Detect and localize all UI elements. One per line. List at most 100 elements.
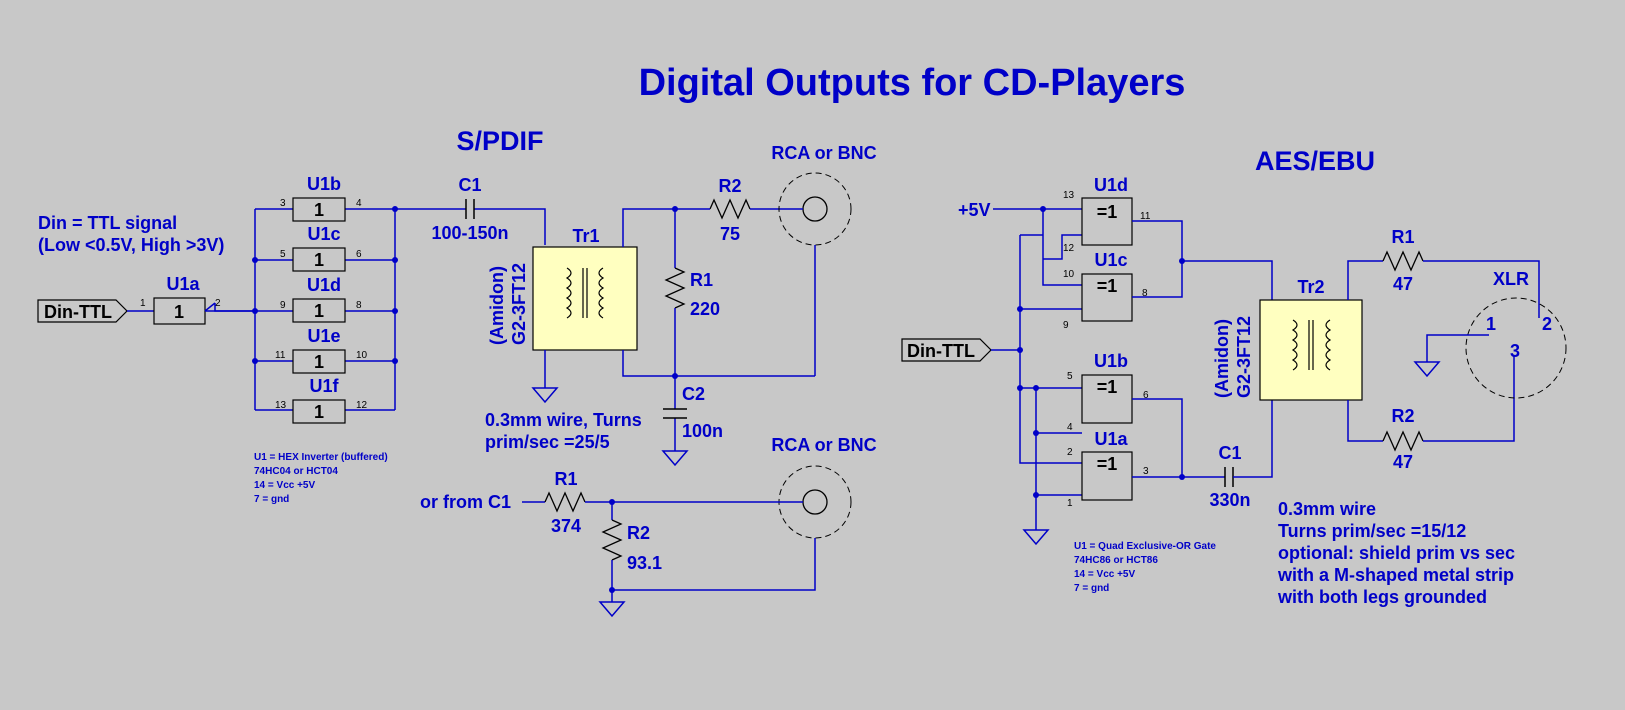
spdif-gate-u1f: 1 U1f 13 12 [255, 376, 395, 424]
component-label: C2 [682, 384, 705, 404]
pin-label: 8 [356, 300, 362, 311]
pin-label: 6 [356, 249, 362, 260]
pin-label: 6 [1143, 390, 1149, 401]
alt-resistor-r1: R1 374 [522, 469, 803, 536]
aes-wire-note: Turns prim/sec =15/12 [1278, 521, 1466, 541]
gate-label: U1b [307, 174, 341, 194]
pin-label: 2 [1067, 447, 1073, 458]
spdif-note: 74HC04 or HCT04 [254, 466, 338, 477]
xlr-pin-3: 3 [1510, 341, 1520, 361]
aes-gate-u1d: =1 U1d 13 12 11 [1063, 175, 1151, 254]
transformer-core: G2-3FT12 [509, 263, 529, 345]
component-value: 75 [720, 224, 740, 244]
pin-label: 4 [356, 198, 362, 209]
spdif-gate-u1c: 1 U1c 5 6 [255, 224, 395, 272]
gate-symbol: 1 [314, 200, 324, 220]
component-value: 47 [1393, 274, 1413, 294]
pin-label: 12 [356, 400, 368, 411]
connector-label: XLR [1493, 269, 1529, 289]
gate-label: U1a [166, 274, 200, 294]
component-label: C1 [1218, 443, 1241, 463]
aes-din-port: Din-TTL [901, 338, 992, 362]
component-label: C1 [458, 175, 481, 195]
pin-label: 3 [1143, 466, 1149, 477]
component-value: 220 [690, 299, 720, 319]
xlr-pin-1: 1 [1486, 314, 1496, 334]
pin-label: 13 [1063, 190, 1075, 201]
transformer-vendor: (Amidon) [487, 266, 507, 345]
xlr-pin-2: 2 [1542, 314, 1552, 334]
aes-note: U1 = Quad Exclusive-OR Gate [1074, 541, 1216, 552]
transformer-vendor: (Amidon) [1212, 319, 1232, 398]
gate-symbol: =1 [1097, 202, 1118, 222]
spdif-resistor-r1: R1 220 [664, 267, 720, 319]
spdif-gate-u1b: 1 U1b 3 4 [255, 174, 395, 222]
aes-note: 7 = gnd [1074, 583, 1109, 594]
aes-gate-u1c: =1 U1c 10 9 8 [1063, 250, 1148, 331]
gate-label: U1c [307, 224, 340, 244]
gate-symbol: 1 [314, 352, 324, 372]
gate-label: U1a [1094, 429, 1128, 449]
gate-symbol: =1 [1097, 454, 1118, 474]
pin-label: 10 [356, 350, 368, 361]
aes-wire-note: with a M-shaped metal strip [1277, 565, 1514, 585]
spdif-din-port-label: Din-TTL [44, 302, 112, 322]
pin-label: 10 [1063, 269, 1075, 280]
din-note-line1: Din = TTL signal [38, 213, 177, 233]
pin-label: 11 [1140, 211, 1151, 222]
gate-label: U1d [1094, 175, 1128, 195]
aes-note: 14 = Vcc +5V [1074, 569, 1135, 580]
aes-gate-u1b: =1 U1b 5 4 6 [1067, 351, 1149, 433]
component-label: R2 [627, 523, 650, 543]
pin-label: 12 [1063, 243, 1075, 254]
aes-wire-note: optional: shield prim vs sec [1278, 543, 1515, 563]
component-value: 47 [1393, 452, 1413, 472]
vcc-label: +5V [958, 200, 991, 220]
component-value: 100-150n [431, 223, 508, 243]
spdif-gate-u1a: 1 U1a 1 2 [140, 274, 221, 325]
spdif-note: 14 = Vcc +5V [254, 480, 315, 491]
pin-label: 9 [280, 300, 286, 311]
spdif-wire-note-1: 0.3mm wire, Turns [485, 410, 642, 430]
gate-symbol: 1 [314, 250, 324, 270]
pin-label: 9 [1063, 320, 1069, 331]
pin-label: 2 [215, 298, 221, 309]
gate-label: U1d [307, 275, 341, 295]
gate-label: U1f [309, 376, 339, 396]
component-label: R1 [554, 469, 577, 489]
component-label: R1 [690, 270, 713, 290]
spdif-heading: S/PDIF [456, 126, 543, 156]
component-label: Tr1 [572, 226, 599, 246]
component-value: 374 [551, 516, 581, 536]
connector-label: RCA or BNC [771, 143, 876, 163]
component-label: R2 [718, 176, 741, 196]
din-note-line2: (Low <0.5V, High >3V) [38, 235, 224, 255]
alt-resistor-r2: R2 93.1 [601, 502, 662, 590]
aes-gate-u1a: =1 U1a 2 1 3 [1067, 429, 1149, 509]
spdif-capacitor-c1: C1 100-150n [395, 175, 546, 245]
spdif-resistor-r2: R2 75 [675, 176, 785, 244]
spdif-wire-note-2: prim/sec =25/5 [485, 432, 610, 452]
gate-symbol: 1 [314, 402, 324, 422]
aes-wire-note: 0.3mm wire [1278, 499, 1376, 519]
gate-label: U1c [1094, 250, 1127, 270]
spdif-din-port: Din-TTL [37, 299, 128, 323]
pin-label: 5 [1067, 371, 1073, 382]
gate-label: U1b [1094, 351, 1128, 371]
pin-label: 8 [1142, 288, 1148, 299]
component-value: 93.1 [627, 553, 662, 573]
spdif-capacitor-c2: C2 100n [663, 376, 723, 451]
spdif-gate-u1d: 1 U1d 9 8 [255, 275, 395, 323]
aes-heading: AES/EBU [1255, 146, 1375, 176]
gate-symbol: 1 [174, 302, 184, 322]
gate-symbol: 1 [314, 301, 324, 321]
pin-label: 11 [275, 350, 286, 361]
pin-label: 1 [1067, 498, 1073, 509]
component-label: R1 [1391, 227, 1414, 247]
transformer-core: G2-3FT12 [1234, 316, 1254, 398]
spdif-rca-connector: RCA or BNC [771, 143, 877, 246]
spdif-note: 7 = gnd [254, 494, 289, 505]
alt-from-c1-label: or from C1 [420, 492, 511, 512]
gate-symbol: =1 [1097, 276, 1118, 296]
spdif-gate-u1e: 1 U1e 11 10 [255, 326, 395, 374]
